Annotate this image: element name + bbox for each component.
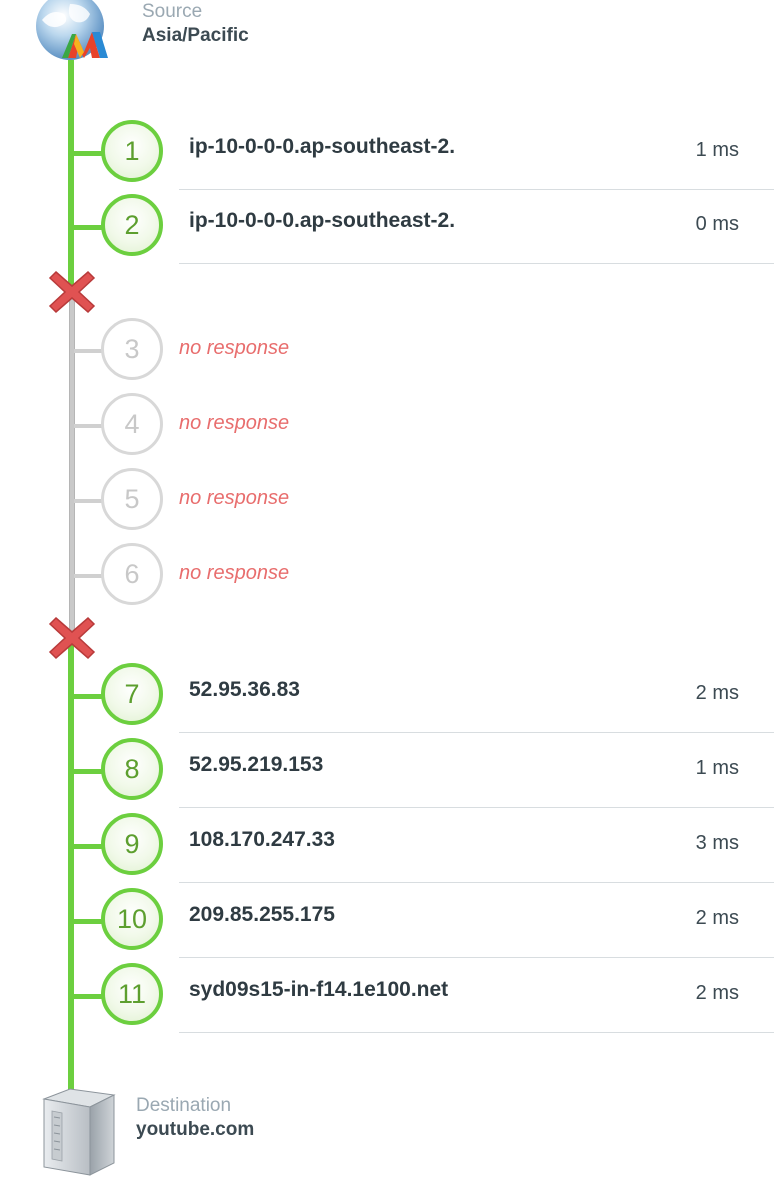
hop-row[interactable]: 6 no response	[0, 538, 774, 613]
hop-row[interactable]: 5 no response	[0, 463, 774, 538]
hop-connector	[74, 919, 104, 924]
row-divider	[179, 189, 774, 190]
hop-latency: 1 ms	[695, 139, 739, 161]
hop-row[interactable]: 1 ip-10-0-0-0.ap-southeast-2. 1 ms	[0, 115, 774, 190]
hop-host: ip-10-0-0-0.ap-southeast-2.	[189, 209, 456, 232]
hop-row[interactable]: 10 209.85.255.175 2 ms	[0, 883, 774, 958]
hop-connector	[74, 574, 104, 578]
destination-label: Destination	[136, 1095, 232, 1116]
hop-connector	[74, 349, 104, 353]
hop-connector	[74, 769, 104, 774]
hop-connector	[74, 225, 104, 230]
x-mark-icon	[48, 268, 96, 316]
hop-connector	[74, 694, 104, 699]
hop-latency: 2 ms	[695, 907, 739, 929]
hop-row[interactable]: 2 ip-10-0-0-0.ap-southeast-2. 0 ms	[0, 189, 774, 264]
hop-host: 108.170.247.33	[189, 828, 335, 851]
source-label: Source	[142, 1, 203, 22]
server-icon	[40, 1085, 118, 1177]
hop-host: syd09s15-in-f14.1e100.net	[189, 978, 449, 1001]
row-divider	[179, 1032, 774, 1033]
hop-number-badge: 8	[101, 738, 163, 800]
hop-row[interactable]: 4 no response	[0, 388, 774, 463]
hop-number-badge: 6	[101, 543, 163, 605]
no-response-text: no response	[179, 562, 290, 584]
x-mark-icon	[48, 614, 96, 662]
hop-host: 52.95.219.153	[189, 753, 324, 776]
row-divider	[179, 807, 774, 808]
hop-row[interactable]: 7 52.95.36.83 2 ms	[0, 658, 774, 733]
hop-connector	[74, 499, 104, 503]
source-value: Asia/Pacific	[142, 25, 249, 46]
hop-number-badge: 2	[101, 194, 163, 256]
hop-number-badge: 1	[101, 120, 163, 182]
hop-latency: 2 ms	[695, 682, 739, 704]
hop-latency: 2 ms	[695, 982, 739, 1004]
row-divider	[179, 957, 774, 958]
hop-number-badge: 7	[101, 663, 163, 725]
hop-connector	[74, 844, 104, 849]
hop-latency: 0 ms	[695, 213, 739, 235]
no-response-text: no response	[179, 412, 290, 434]
row-divider	[179, 263, 774, 264]
timeline-line-unreachable	[69, 292, 75, 638]
hop-number-badge: 11	[101, 963, 163, 1025]
no-response-text: no response	[179, 337, 290, 359]
hop-number-badge: 5	[101, 468, 163, 530]
hop-connector	[74, 424, 104, 428]
hop-row[interactable]: 9 108.170.247.33 3 ms	[0, 808, 774, 883]
hop-number-badge: 10	[101, 888, 163, 950]
hop-host: 209.85.255.175	[189, 903, 335, 926]
hop-host: ip-10-0-0-0.ap-southeast-2.	[189, 135, 456, 158]
hop-row[interactable]: 8 52.95.219.153 1 ms	[0, 733, 774, 808]
hop-latency: 1 ms	[695, 757, 739, 779]
hop-connector	[74, 151, 104, 156]
timeline-line-reachable	[68, 60, 74, 292]
hop-latency: 3 ms	[695, 832, 739, 854]
hop-row[interactable]: 11 syd09s15-in-f14.1e100.net 2 ms	[0, 958, 774, 1033]
hop-host: 52.95.36.83	[189, 678, 300, 701]
globe-icon	[30, 0, 124, 68]
hop-number-badge: 3	[101, 318, 163, 380]
hop-number-badge: 4	[101, 393, 163, 455]
hop-connector	[74, 994, 104, 999]
timeline-line-reachable	[68, 638, 74, 1090]
row-divider	[179, 732, 774, 733]
destination-value: youtube.com	[136, 1119, 255, 1140]
hop-row[interactable]: 3 no response	[0, 313, 774, 388]
no-response-text: no response	[179, 487, 290, 509]
hop-number-badge: 9	[101, 813, 163, 875]
row-divider	[179, 882, 774, 883]
